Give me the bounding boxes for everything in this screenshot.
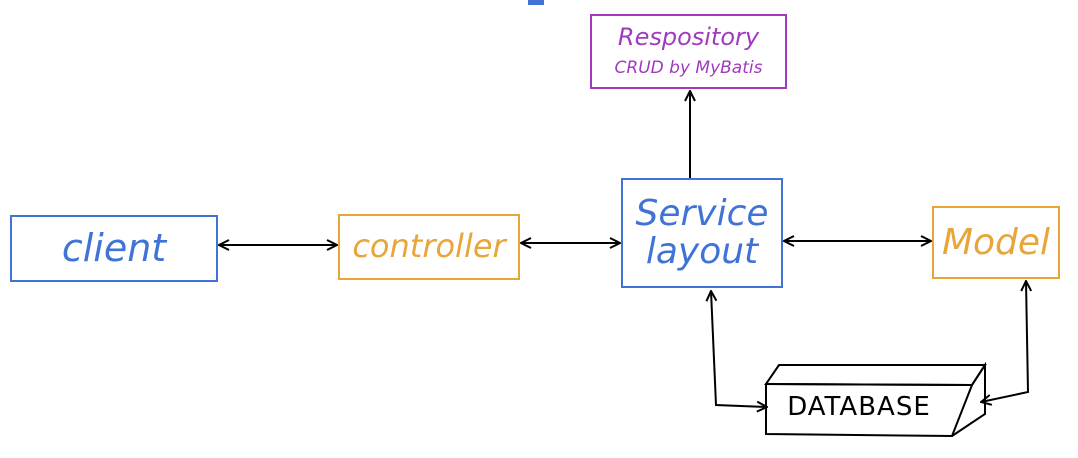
repository-label: Respository bbox=[617, 22, 760, 51]
service-layout-node: Service layout bbox=[621, 178, 783, 288]
controller-node: controller bbox=[338, 214, 520, 280]
repository-node: Respository CRUD by MyBatis bbox=[590, 14, 787, 89]
arrow-service-database bbox=[711, 291, 767, 407]
database-label: DATABASE bbox=[787, 392, 931, 422]
repository-sublabel: CRUD by MyBatis bbox=[614, 58, 763, 79]
client-label: client bbox=[61, 225, 167, 270]
model-label: Model bbox=[941, 221, 1051, 263]
client-node: client bbox=[10, 215, 218, 282]
controller-label: controller bbox=[352, 227, 506, 266]
model-node: Model bbox=[932, 206, 1060, 279]
service-label-line1: Service bbox=[635, 193, 769, 235]
service-label-line2: layout bbox=[645, 231, 759, 272]
top-edge-mark bbox=[528, 0, 544, 5]
database-shape bbox=[764, 361, 987, 438]
arrow-model-database bbox=[981, 281, 1028, 402]
